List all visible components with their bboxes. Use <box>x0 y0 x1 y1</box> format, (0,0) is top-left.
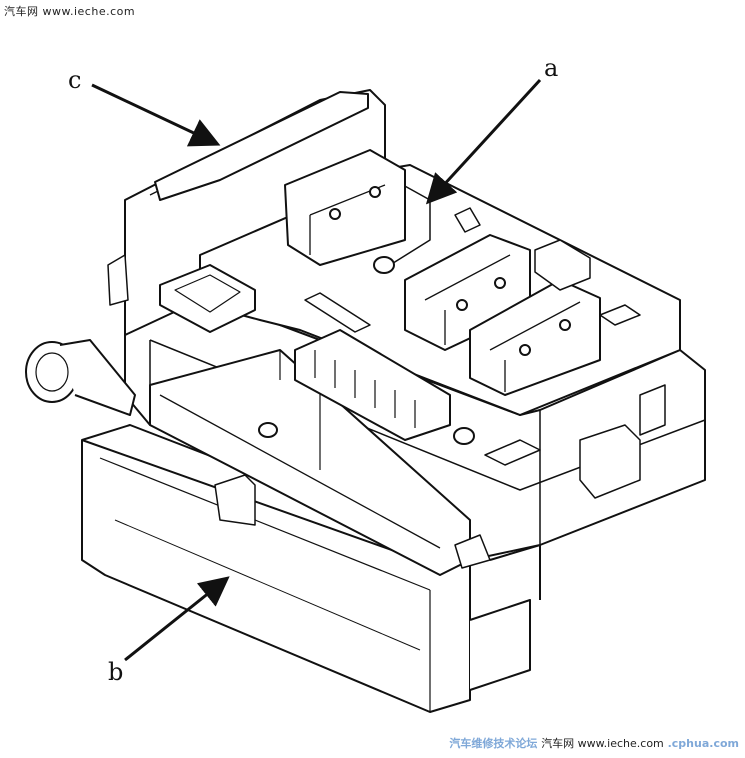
arrow-b <box>124 576 230 662</box>
callout-c: c <box>68 66 82 94</box>
fuse-row <box>294 329 451 441</box>
watermark-bottom-site: .cphua.com <box>667 737 739 750</box>
arrow-a <box>425 78 542 205</box>
watermark-bottom-overlay: 汽车网 www.ieche.com <box>541 737 664 750</box>
watermark-top: 汽车网 www.ieche.com <box>4 5 136 18</box>
small-socket <box>159 264 256 333</box>
connector-1 <box>284 149 406 266</box>
module-top-bar <box>154 91 369 201</box>
watermark-bottom: 汽车维修技术论坛 汽车网 www.ieche.com .cphua.com <box>449 735 739 751</box>
watermark-bottom-main: 汽车维修技术论坛 <box>449 737 538 750</box>
callout-b: b <box>108 658 124 686</box>
callout-a: a <box>544 54 559 82</box>
arrow-c <box>91 83 221 147</box>
